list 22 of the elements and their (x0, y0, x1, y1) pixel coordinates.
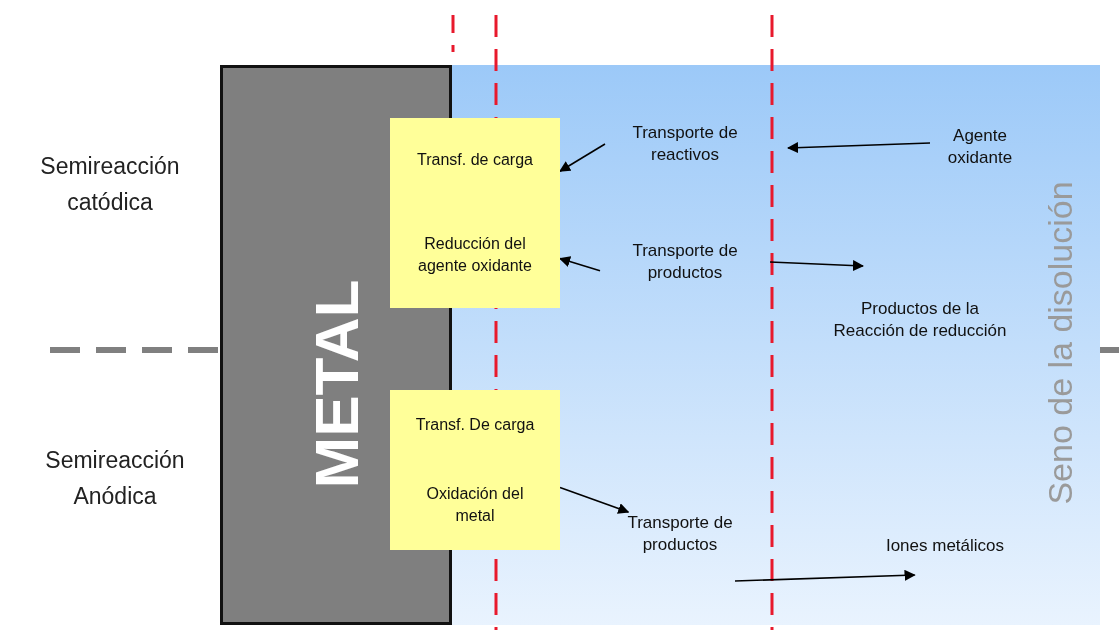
text-label: Agente oxidante (930, 125, 1030, 169)
arrow (558, 256, 601, 272)
arrow (769, 259, 865, 272)
box-text: Transf. De carga (415, 414, 535, 435)
box-text: Oxidación del metal (425, 483, 525, 526)
arrow (559, 486, 630, 514)
text-label: Iones metálicos (850, 535, 1040, 575)
text-label: Transporte de productos (600, 240, 770, 284)
metal-label: METAL (300, 279, 372, 489)
box-text: Reducción del agente oxidante (417, 234, 533, 276)
arrow (786, 142, 931, 154)
box-text: Transf. de carga (416, 150, 534, 170)
arrow (559, 143, 606, 172)
arrow (734, 569, 916, 582)
process-box (390, 118, 560, 308)
process-box (390, 390, 560, 550)
text-label: Productos de la Reacción de reducción (825, 266, 1015, 342)
text-label: Transporte de reactivos (605, 122, 765, 166)
side-label: Semireacción catódica (39, 152, 181, 217)
region-label: Seno de la disolución (1040, 181, 1080, 505)
text-label: Transporte de productos (625, 512, 735, 581)
side-label: Semireacción Anódica (44, 446, 186, 511)
